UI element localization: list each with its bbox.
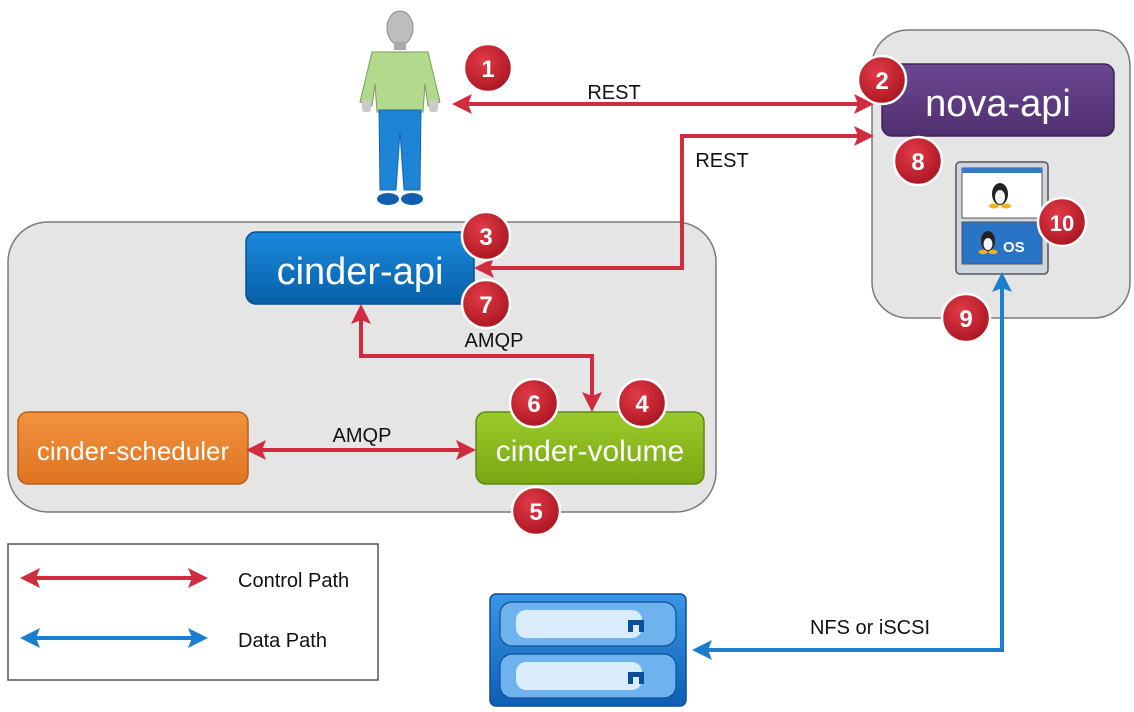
step-badge-10: 10 [1036, 196, 1088, 248]
step-badge-6: 6 [508, 377, 560, 429]
cinder-scheduler-box: cinder-scheduler [17, 411, 249, 485]
nfs-iscsi-data-arrow [708, 288, 1004, 652]
step-badge-2: 2 [856, 54, 908, 106]
legend-data-arrowhead-right [188, 628, 208, 648]
vendor-logo-icon [628, 620, 644, 684]
storage-array-icon [489, 593, 687, 707]
svg-text:7: 7 [479, 292, 492, 319]
cinder-volume-box: cinder-volume [475, 411, 705, 485]
svg-text:3: 3 [479, 224, 492, 251]
step-badge-7: 7 [460, 278, 512, 330]
nova-api-box: nova-api [881, 63, 1115, 137]
svg-text:2: 2 [875, 68, 888, 95]
amqp-scheduler-volume-label: AMQP [333, 425, 392, 447]
rest-cinder-nova-arrow [490, 134, 858, 270]
rest-nova-label: REST [695, 150, 748, 172]
cinder-volume-label: cinder-volume [496, 435, 684, 468]
step-badge-4: 4 [616, 377, 668, 429]
linux-penguin-icon [978, 231, 998, 255]
legend: Control Path Data Path [7, 543, 379, 681]
vm-server-icon: OS [955, 161, 1049, 275]
amqp-api-volume-label: AMQP [465, 330, 524, 352]
step-badge-5: 5 [510, 485, 562, 537]
step-badge-3: 3 [460, 210, 512, 262]
legend-control-arrowhead-right [188, 568, 208, 588]
vm-os-label: OS [1003, 239, 1025, 256]
step-badge-8: 8 [892, 135, 944, 187]
step-badge-1: 1 [462, 42, 514, 94]
step-badge-9: 9 [940, 292, 992, 344]
svg-text:8: 8 [911, 149, 924, 176]
legend-data-path-label: Data Path [238, 630, 327, 652]
linux-penguin-icon [989, 183, 1011, 209]
nfs-iscsi-label: NFS or iSCSI [810, 617, 930, 639]
svg-text:5: 5 [529, 499, 542, 526]
svg-text:4: 4 [635, 391, 649, 418]
rest-user-label: REST [587, 82, 640, 104]
svg-text:6: 6 [527, 391, 540, 418]
legend-control-arrowhead-left [20, 568, 40, 588]
cinder-api-label: cinder-api [277, 251, 444, 293]
nova-api-label: nova-api [925, 83, 1071, 125]
cinder-scheduler-label: cinder-scheduler [37, 436, 230, 466]
control-arrowheads [246, 94, 874, 460]
data-arrowheads [692, 272, 1012, 660]
svg-text:1: 1 [481, 56, 494, 83]
cinder-api-box: cinder-api [245, 231, 475, 305]
legend-control-path-label: Control Path [238, 570, 349, 592]
legend-data-arrowhead-left [20, 628, 40, 648]
svg-text:9: 9 [959, 306, 972, 333]
user-icon [359, 10, 441, 205]
amqp-api-volume-arrow [359, 320, 594, 396]
svg-text:10: 10 [1050, 211, 1074, 236]
